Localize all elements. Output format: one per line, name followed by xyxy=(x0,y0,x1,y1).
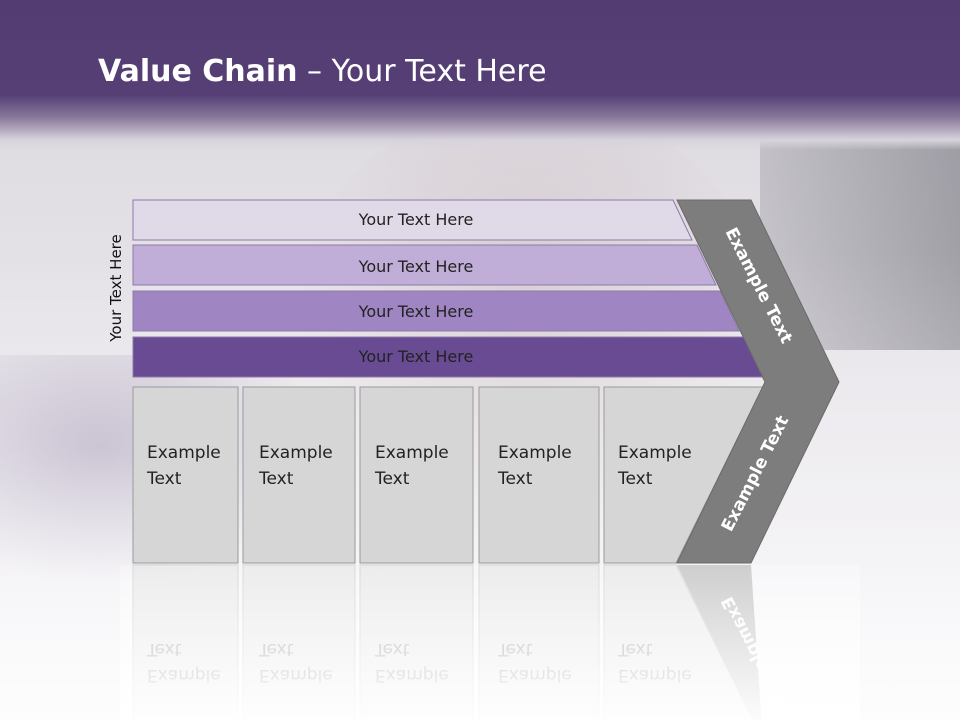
box-4-line1: Example xyxy=(498,443,572,463)
box-1[interactable] xyxy=(132,386,239,564)
title-rest: – Your Text Here xyxy=(297,54,547,89)
box-4-line2: Text xyxy=(497,469,533,489)
box-2-line2: Text xyxy=(258,469,294,489)
page-title: Value Chain – Your Text Here xyxy=(98,54,547,89)
bar-1-label: Your Text Here xyxy=(358,210,474,229)
box-5-line2: Text xyxy=(617,469,653,489)
box-5[interactable] xyxy=(603,386,764,564)
box-3[interactable] xyxy=(359,386,474,564)
bar-1[interactable] xyxy=(132,199,693,241)
box-2[interactable] xyxy=(242,386,356,564)
box-5-line1: Example xyxy=(618,443,692,463)
chevron-arrow[interactable] xyxy=(676,199,840,564)
title-banner xyxy=(0,0,960,150)
bar-3[interactable] xyxy=(132,290,740,332)
bar-2[interactable] xyxy=(132,244,717,286)
box-1-line2: Text xyxy=(146,469,182,489)
bar-4-label: Your Text Here xyxy=(358,347,474,366)
box-2-line1: Example xyxy=(259,443,333,463)
box-4[interactable] xyxy=(478,386,600,564)
box-3-line1: Example xyxy=(375,443,449,463)
reflection-fade xyxy=(120,565,860,720)
box-1-line1: Example xyxy=(147,443,221,463)
bar-3-label: Your Text Here xyxy=(358,302,474,321)
box-3-line2: Text xyxy=(374,469,410,489)
bar-2-label: Your Text Here xyxy=(358,257,474,276)
title-bold: Value Chain xyxy=(98,54,298,89)
